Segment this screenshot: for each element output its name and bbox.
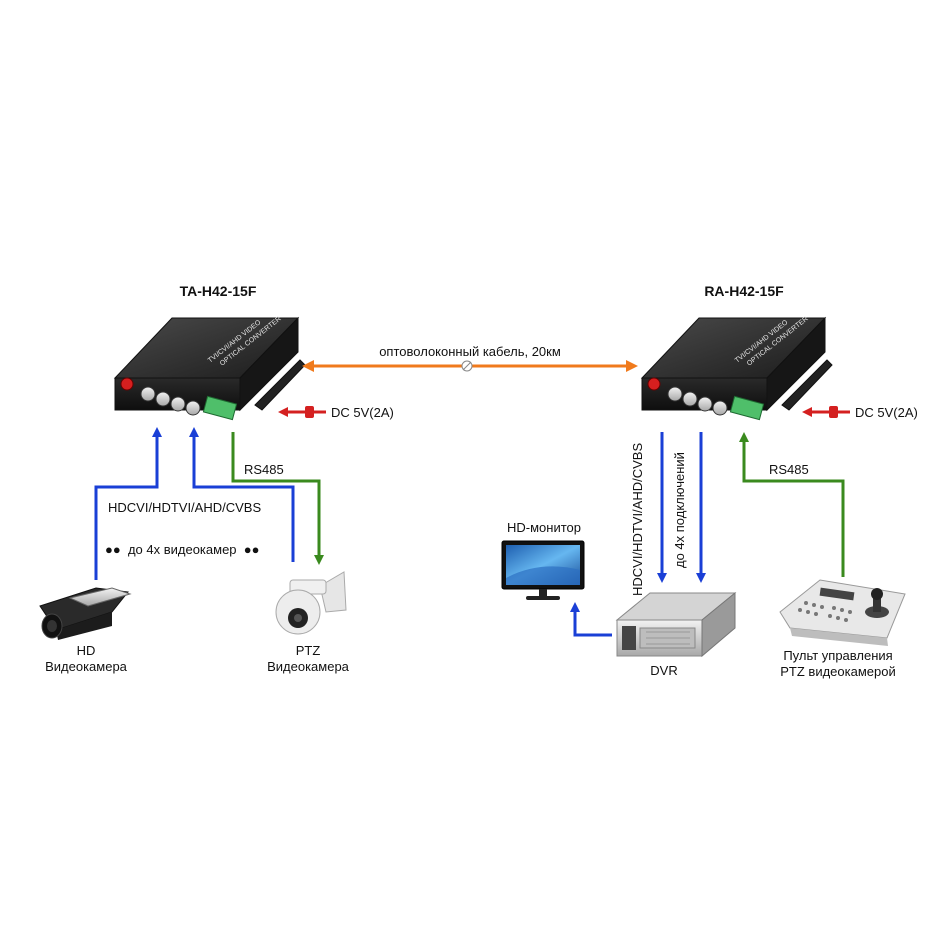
dvr-signal-label: HDCVI/HDTVI/AHD/CVBS: [630, 442, 645, 596]
receiver-title: RA-H42-15F: [704, 283, 784, 299]
ptz-controller-icon: [779, 579, 906, 646]
rs485-label-right: RS485: [769, 462, 809, 477]
hd-monitor-icon: [501, 540, 585, 600]
cameras-count-label: ●● до 4х видеокамер ●●: [105, 542, 260, 557]
monitor-label: HD-монитор: [507, 520, 581, 535]
power-label-right: DC 5V(2A): [855, 405, 918, 420]
transmitter-device: TVI/CVI/AHD VIDEO OPTICAL CONVERTER: [113, 316, 306, 421]
power-arrow-right: [802, 406, 850, 418]
dots-right: ●●: [243, 542, 260, 557]
dvr-icon: [615, 591, 737, 658]
fiber-cable-label: оптоволоконный кабель, 20км: [377, 344, 563, 359]
fiber-break-symbol: [461, 360, 473, 372]
dvr-count-label: до 4х подключений: [672, 452, 687, 568]
controller-label-1: Пульт управления: [783, 648, 893, 663]
rs485-line-left: [231, 432, 324, 565]
hd-camera-label-2: Видеокамера: [45, 659, 127, 674]
ptz-camera-icon: [275, 571, 347, 635]
ptz-camera-label-2: Видеокамера: [267, 659, 349, 674]
power-label-left: DC 5V(2A): [331, 405, 394, 420]
hd-camera-label-1: HD: [76, 643, 96, 658]
rs485-label-left: RS485: [244, 462, 284, 477]
dvr-label: DVR: [650, 663, 678, 678]
hd-camera-icon: [39, 587, 132, 640]
ptz-camera-label-1: PTZ: [295, 643, 321, 658]
transmitter-title: TA-H42-15F: [179, 283, 257, 299]
video-line-ptz-camera: [189, 427, 295, 562]
power-arrow-left: [278, 406, 326, 418]
video-line-monitor: [570, 602, 612, 637]
cameras-count-text: до 4х видеокамер: [127, 542, 237, 557]
video-line-hd-camera: [94, 427, 162, 580]
controller-label-2: PTZ видеокамерой: [780, 664, 896, 679]
receiver-device: TVI/CVI/AHD VIDEO OPTICAL CONVERTER: [640, 316, 833, 421]
video-signal-label: HDCVI/HDTVI/AHD/CVBS: [108, 500, 262, 515]
rs485-line-right: [739, 432, 845, 577]
dots-left: ●●: [105, 542, 121, 557]
